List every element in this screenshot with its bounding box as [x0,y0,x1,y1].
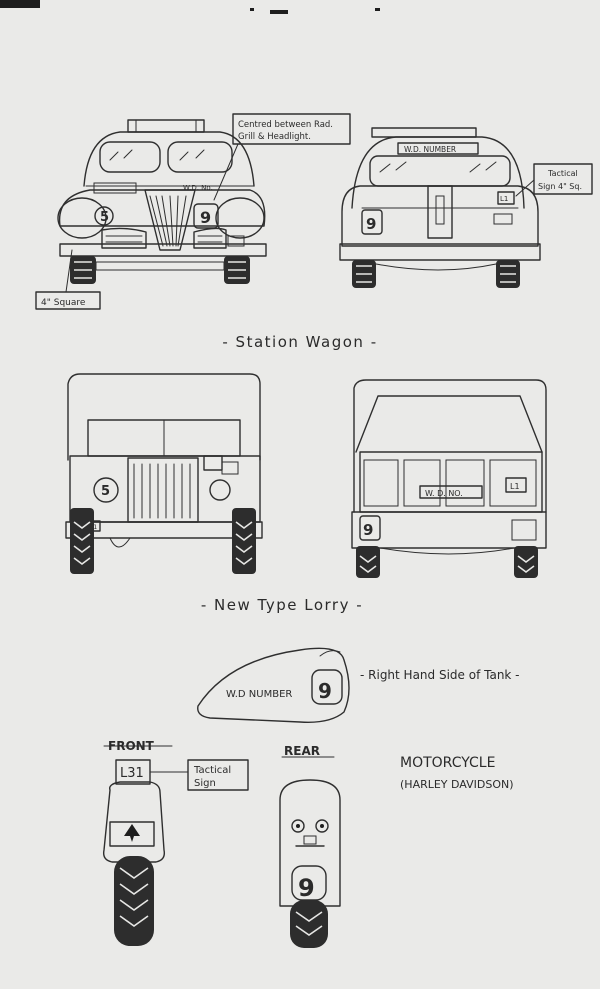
wagon-front-sign-left: 5 [100,210,109,225]
wagon-rear-plate: W.D. NUMBER [404,145,456,154]
front-heading: FRONT [108,739,155,753]
motorcycle-subtitle: (HARLEY DAVIDSON) [400,778,514,791]
tank-sign: 9 [318,679,332,703]
front-note-line-2: Sign [194,778,216,789]
motorcycle-title: MOTORCYCLE [400,755,495,771]
station-wagon-front [35,113,351,310]
tactical-note-line-1: Tactical [547,169,578,178]
lorry-caption: - New Type Lorry - [201,596,363,614]
lorry-rear-sign: 9 [363,521,373,539]
rear-sign: 9 [298,874,315,902]
wagon-front-sign-right: 9 [200,208,211,227]
wagon-note-line-1: Centred between Rad. [238,120,333,130]
square-label: 4" Square [41,298,86,308]
front-tactical-sign: L31 [120,766,144,781]
front-note-line-1: Tactical [193,765,231,776]
wagon-rear-tactical: L1 [500,195,508,203]
wagon-front-plate: W.D. No. [183,184,213,192]
station-wagon-rear [339,127,593,288]
lorry-rear-plate: W. D. NO. [425,489,463,498]
lorry-rear-tactical: L1 [510,482,520,491]
lorry-rear [351,379,547,578]
wagon-rear-sign: 9 [366,215,376,233]
lorry-front-sign: 5 [101,484,110,499]
station-wagon-caption: - Station Wagon - [222,333,377,351]
wagon-note-line-2: Grill & Headlight. [238,132,311,142]
tank-note: - Right Hand Side of Tank - [360,668,520,682]
tactical-note-line-2: Sign 4" Sq. [538,182,582,191]
motorcycle-tank [197,647,350,723]
scan-marks [0,0,380,14]
lorry-front [65,373,263,574]
rear-heading: REAR [284,744,320,758]
motorcycle-rear [279,756,341,948]
lorry-front-tactical: L1 [90,524,97,531]
tank-label: W.D NUMBER [226,689,292,700]
motorcycle-front [102,745,249,946]
